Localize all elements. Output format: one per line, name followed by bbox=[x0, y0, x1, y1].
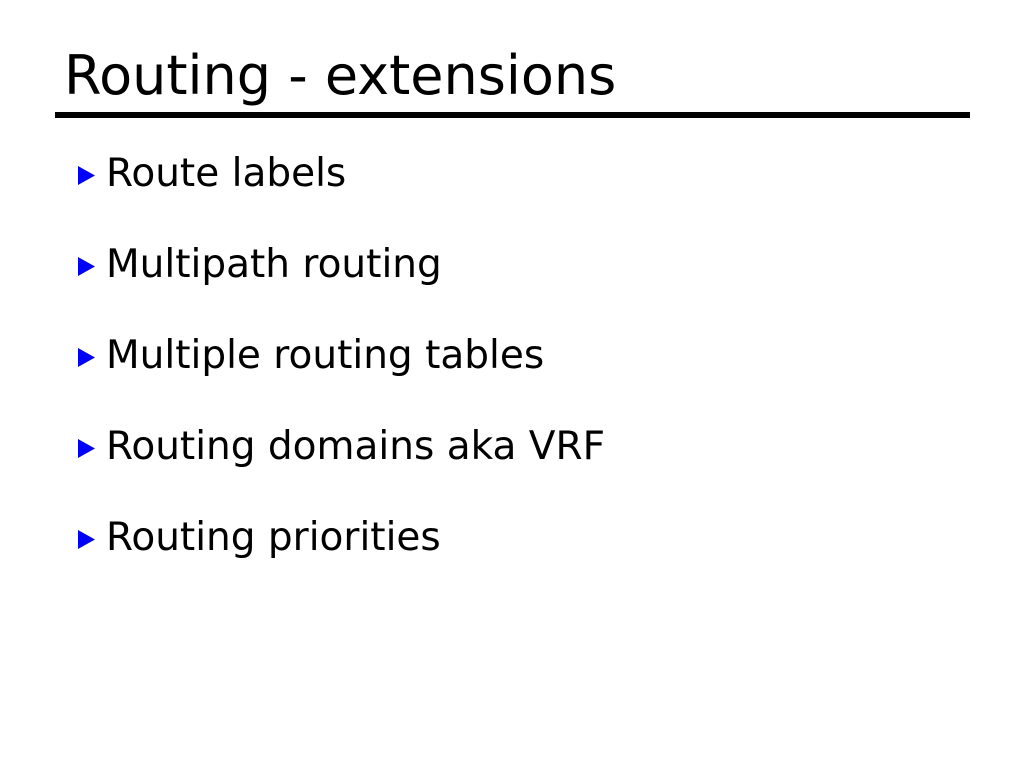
page-title: Routing - extensions bbox=[64, 44, 617, 107]
triangle-right-icon bbox=[78, 425, 106, 458]
list-item-label: Routing domains aka VRF bbox=[106, 424, 606, 469]
title-underline-rule bbox=[55, 112, 970, 118]
list-item: Route labels bbox=[78, 152, 978, 243]
list-item-label: Multiple routing tables bbox=[106, 333, 545, 378]
list-item: Routing priorities bbox=[78, 516, 978, 607]
triangle-right-icon bbox=[78, 152, 106, 185]
list-item: Multipath routing bbox=[78, 243, 978, 334]
list-item-label: Multipath routing bbox=[106, 242, 442, 287]
triangle-right-icon bbox=[78, 334, 106, 367]
slide-title-block: Routing - extensions bbox=[55, 46, 970, 106]
triangle-right-icon bbox=[78, 516, 106, 549]
list-item: Routing domains aka VRF bbox=[78, 425, 978, 516]
list-item-label: Routing priorities bbox=[106, 515, 441, 560]
triangle-right-icon bbox=[78, 243, 106, 276]
bullet-list: Route labels Multipath routing Multiple … bbox=[78, 152, 978, 607]
list-item-label: Route labels bbox=[106, 151, 347, 196]
list-item: Multiple routing tables bbox=[78, 334, 978, 425]
